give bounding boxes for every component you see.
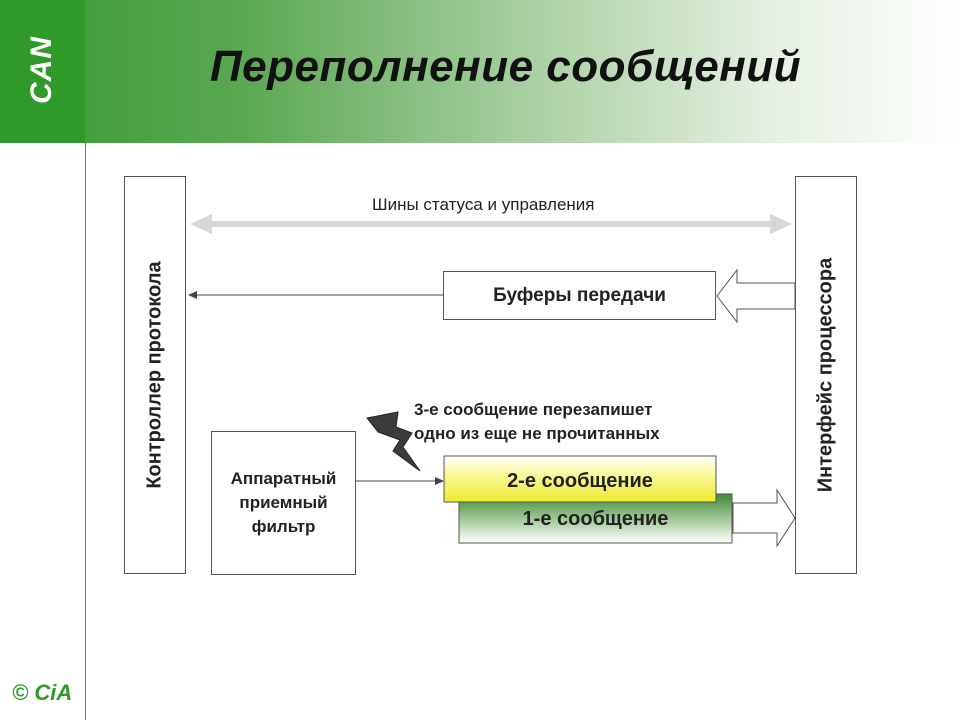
status-bus-label: Шины статуса и управления — [372, 195, 595, 214]
cia-logo: © CiA — [12, 680, 73, 705]
overflow-note: 3-е сообщение перезапишет одно из еще не… — [414, 398, 660, 446]
page-title: Переполнение сообщений — [210, 42, 802, 91]
message-2-label: 2-е сообщение — [507, 470, 653, 492]
message-2-box — [443, 455, 717, 503]
status-bus-arrow — [190, 214, 792, 234]
header-band — [0, 0, 960, 143]
protocol-controller-block: Контроллер протокола — [124, 176, 186, 574]
lightning-icon — [366, 411, 421, 472]
overflow-note-line-1: 3-е сообщение перезапишет — [414, 400, 653, 419]
tx-buffers-box: Буферы передачи — [443, 271, 716, 320]
processor-interface-label: Интерфейс процессора — [814, 257, 837, 493]
processor-interface-block: Интерфейс процессора — [795, 176, 857, 574]
tx-buffers-label: Буферы передачи — [493, 284, 666, 306]
can-logo: CAN — [0, 0, 85, 143]
sidebar-divider — [85, 143, 86, 720]
message-to-processor-arrow — [732, 488, 796, 548]
acceptance-filter-box: Аппаратный приемный фильтр — [211, 431, 356, 575]
filter-to-message-arrow — [355, 477, 444, 485]
overflow-note-line-2: одно из еще не прочитанных — [414, 424, 660, 443]
acceptance-filter-line-3: фильтр — [251, 517, 316, 536]
acceptance-filter-line-2: приемный — [239, 493, 328, 512]
tx-buffer-to-controller-arrow — [188, 291, 443, 299]
processor-to-buffer-arrow — [716, 268, 796, 324]
protocol-controller-label: Контроллер протокола — [143, 261, 166, 489]
acceptance-filter-line-1: Аппаратный — [230, 469, 337, 488]
message-1-label: 1-е сообщение — [522, 508, 669, 530]
